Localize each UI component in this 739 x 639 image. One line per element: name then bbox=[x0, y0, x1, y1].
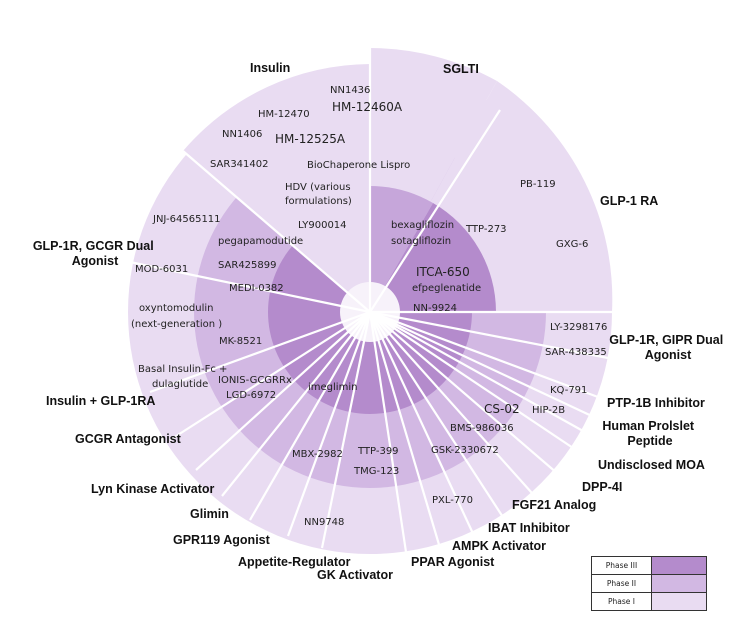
drug-label: NN1406 bbox=[222, 129, 262, 140]
drug-label: CS-02 bbox=[484, 402, 520, 416]
drug-label: TTP-273 bbox=[465, 224, 507, 235]
legend-row-phase-i: Phase I bbox=[591, 592, 707, 611]
drug-label: MK-8521 bbox=[219, 336, 262, 347]
legend-label: Phase III bbox=[591, 556, 652, 575]
drug-label: efpeglenatide bbox=[412, 283, 481, 294]
drug-label: NN-9924 bbox=[413, 303, 457, 314]
category-label-lyn-kinase: Lyn Kinase Activator bbox=[91, 482, 215, 496]
drug-label: HIP-2B bbox=[532, 405, 565, 416]
category-line: GLP-1R, GIPR Dual bbox=[609, 333, 723, 347]
category-label-glp1r-gcgr: GLP-1R, GCGR Dual Agonist bbox=[33, 239, 157, 268]
drug-label: SAR425899 bbox=[218, 260, 277, 271]
drug-label: NN1436 bbox=[330, 85, 370, 96]
legend-swatch bbox=[651, 574, 707, 593]
category-label-gk: GK Activator bbox=[317, 568, 393, 582]
legend-swatch bbox=[651, 556, 707, 575]
category-label-gpr119: GPR119 Agonist bbox=[173, 533, 271, 547]
drug-label: sotagliflozin bbox=[391, 236, 451, 247]
drug-label: pegapamodutide bbox=[218, 236, 303, 247]
drug-label: IONIS-GCGRRx bbox=[218, 375, 292, 386]
drug-label: TTP-399 bbox=[357, 446, 399, 457]
drug-label: GXG-6 bbox=[556, 239, 588, 250]
drug-label: HM-12525A bbox=[275, 132, 346, 146]
drug-label-line: formulations) bbox=[285, 196, 352, 207]
drug-label: BioChaperone Lispro bbox=[307, 160, 410, 171]
drug-label: HM-12470 bbox=[258, 109, 310, 120]
drug-label: MOD-6031 bbox=[135, 264, 188, 275]
category-label-insulin: Insulin bbox=[250, 61, 290, 75]
phase-legend: Phase III Phase II Phase I bbox=[591, 556, 707, 611]
drug-label-line: Basal Insulin-Fc + bbox=[138, 364, 227, 375]
drug-label: imeglimin bbox=[308, 382, 357, 393]
drug-label: PXL-770 bbox=[432, 495, 473, 506]
legend-row-phase-ii: Phase II bbox=[591, 574, 707, 593]
drug-label: oxyntomodulin (next-generation ) bbox=[131, 303, 222, 330]
category-label-undisclosed: Undisclosed MOA bbox=[598, 458, 705, 472]
drug-label: HDV (various formulations) bbox=[285, 182, 354, 207]
legend-row-phase-iii: Phase III bbox=[591, 556, 707, 575]
sector-dividers bbox=[129, 48, 612, 553]
drug-label: NN9748 bbox=[304, 517, 344, 528]
drug-label-line: oxyntomodulin bbox=[139, 303, 213, 314]
category-label-glimin: Glimin bbox=[190, 507, 229, 521]
category-label-ppar: PPAR Agonist bbox=[411, 555, 495, 569]
drug-label: LY900014 bbox=[298, 220, 347, 231]
drug-label: BMS-986036 bbox=[450, 423, 514, 434]
sector-insulin-outer bbox=[183, 64, 370, 312]
category-label-fgf21: FGF21 Analog bbox=[512, 498, 596, 512]
drug-label: KQ-791 bbox=[550, 385, 587, 396]
drug-label: bexagliflozin bbox=[391, 220, 454, 231]
legend-label: Phase I bbox=[591, 592, 652, 611]
sector-glp1ra-phase3 bbox=[370, 203, 496, 312]
drug-label: LY-3298176 bbox=[550, 322, 607, 333]
drug-label: TMG-123 bbox=[353, 466, 399, 477]
category-label-glp1r-gipr: GLP-1R, GIPR Dual Agonist bbox=[609, 333, 726, 362]
drug-label: GSK-2330672 bbox=[431, 445, 499, 456]
category-label-ampk: AMPK Activator bbox=[452, 539, 546, 553]
drug-label-line: (next-generation ) bbox=[131, 319, 222, 330]
category-line: Agonist bbox=[72, 254, 119, 268]
drug-label: SAR341402 bbox=[210, 159, 269, 170]
drug-label: JNJ-64565111 bbox=[152, 214, 221, 225]
drug-label: Basal Insulin-Fc + dulaglutide bbox=[138, 364, 231, 390]
category-label-human-proislet: Human Prolslet Peptide bbox=[602, 419, 697, 448]
category-line: GLP-1R, GCGR Dual bbox=[33, 239, 154, 253]
legend-swatch bbox=[651, 592, 707, 611]
category-label-appetite: Appetite-Regulator bbox=[238, 555, 351, 569]
drug-label: MEDI-0382 bbox=[229, 283, 284, 294]
category-label-ibat: IBAT Inhibitor bbox=[488, 521, 570, 535]
drug-label-line: dulaglutide bbox=[152, 379, 208, 390]
legend-label: Phase II bbox=[591, 574, 652, 593]
category-line: Human Prolslet bbox=[602, 419, 695, 433]
sector-sglti-phase3 bbox=[370, 186, 433, 312]
category-line: Agonist bbox=[645, 348, 692, 362]
drug-label: ITCA-650 bbox=[416, 265, 470, 279]
drug-label: PB-119 bbox=[520, 179, 556, 190]
category-label-insulin-glp1ra: Insulin + GLP-1RA bbox=[46, 394, 155, 408]
drug-label: MBX-2982 bbox=[292, 449, 343, 460]
category-label-ptp1b: PTP-1B Inhibitor bbox=[607, 396, 705, 410]
drug-label-line: HDV (various bbox=[285, 182, 351, 193]
category-label-dpp4i: DPP-4I bbox=[582, 480, 622, 494]
category-label-gcgr-antagonist: GCGR Antagonist bbox=[75, 432, 182, 446]
category-label-glp1ra: GLP-1 RA bbox=[600, 194, 658, 208]
category-line: Peptide bbox=[627, 434, 672, 448]
category-label-sglti: SGLTI bbox=[443, 62, 479, 76]
drug-label: LGD-6972 bbox=[226, 390, 276, 401]
drug-label: SAR-438335 bbox=[545, 347, 607, 358]
drug-label: HM-12460A bbox=[332, 100, 403, 114]
